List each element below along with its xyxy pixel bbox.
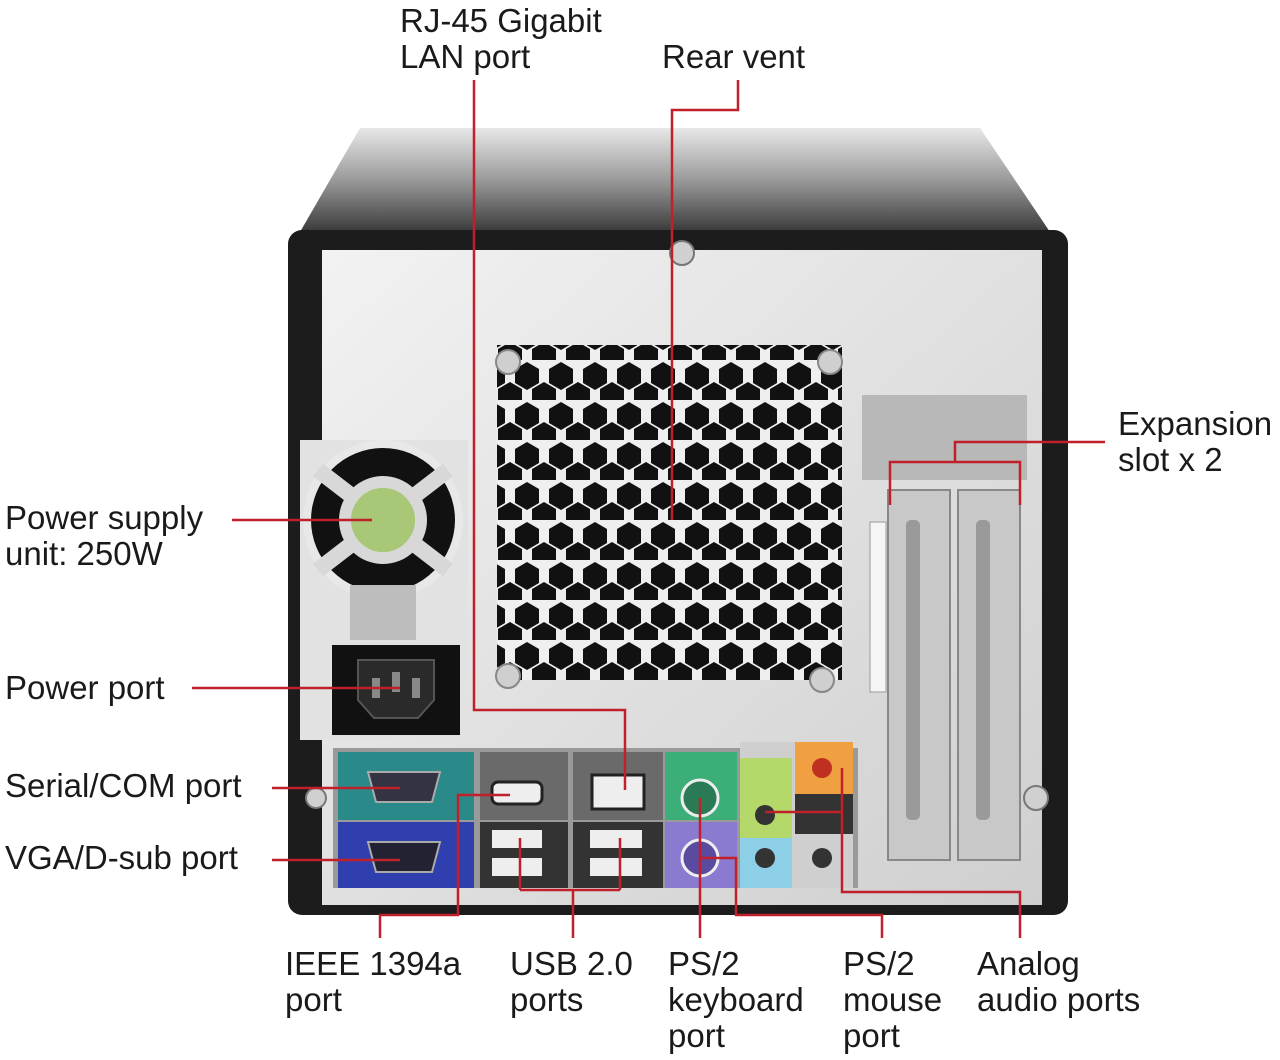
label-usb-ports: USB 2.0 ports (510, 946, 633, 1018)
label-line: PS/2 (668, 945, 740, 982)
label-line: Rear vent (662, 38, 806, 75)
label-analog-audio-ports: Analog audio ports (977, 946, 1140, 1018)
chassis-top (300, 128, 1050, 232)
audio-leader (765, 768, 1022, 938)
label-ps2-keyboard-port: PS/2 keyboard port (668, 946, 804, 1054)
leader-lines (192, 80, 1105, 938)
rear-vent-leader (670, 80, 740, 520)
label-line: Serial/COM port (5, 767, 242, 804)
label-vga-port: VGA/D-sub port (5, 840, 238, 876)
expansion-slots (862, 395, 1027, 861)
label-line: Expansion (1118, 405, 1273, 442)
ps2mouse-leader (700, 856, 884, 938)
label-power-supply: Power supply unit: 250W (5, 500, 203, 572)
label-serial-com-port: Serial/COM port (5, 768, 242, 804)
label-ieee1394a-port: IEEE 1394a port (285, 946, 461, 1018)
rj45-leader (472, 80, 627, 790)
label-line: PS/2 (843, 945, 915, 982)
label-power-port: Power port (5, 670, 165, 706)
side-screw-left (305, 787, 327, 809)
label-line: port (285, 981, 342, 1018)
rear-vent (495, 345, 843, 693)
label-rj45-lan-port: RJ-45 Gigabit LAN port (400, 3, 602, 75)
io-panel (333, 742, 858, 888)
label-line: unit: 250W (5, 535, 163, 572)
label-line: keyboard (668, 981, 804, 1018)
ieee-leader (378, 793, 510, 938)
label-line: port (668, 1017, 725, 1054)
label-ps2-mouse-port: PS/2 mouse port (843, 946, 942, 1054)
label-line: mouse (843, 981, 943, 1018)
label-line: VGA/D-sub port (5, 839, 238, 876)
label-line: port (843, 1017, 900, 1054)
power-port (332, 645, 460, 735)
label-expansion-slot: Expansion slot x 2 (1118, 406, 1272, 478)
label-line: ports (510, 981, 584, 1018)
label-rear-vent: Rear vent (662, 39, 805, 75)
label-line: Power port (5, 669, 165, 706)
usb-leader (518, 838, 622, 938)
top-screw (669, 240, 695, 266)
label-line: Power supply (5, 499, 204, 536)
side-screw-right (1023, 785, 1049, 811)
label-line: Analog (977, 945, 1080, 982)
label-line: audio ports (977, 981, 1141, 1018)
label-line: slot x 2 (1118, 441, 1223, 478)
label-line: LAN port (400, 38, 531, 75)
label-line: IEEE 1394a (285, 945, 462, 982)
label-line: USB 2.0 (510, 945, 633, 982)
label-line: RJ-45 Gigabit (400, 2, 602, 39)
expansion-leader (888, 440, 1105, 505)
